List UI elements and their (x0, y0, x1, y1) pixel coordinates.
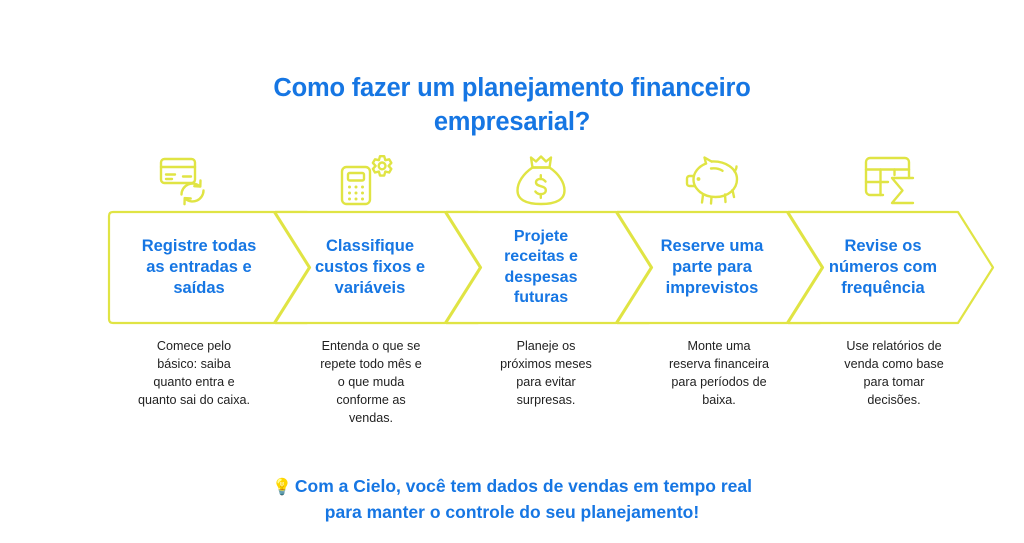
step-5-label: Revise os números com frequência (828, 236, 938, 298)
steps-container: Registre todas as entradas e saídas Come… (104, 152, 995, 432)
page-title: Como fazer um planejamento financeiro em… (0, 72, 1024, 139)
footer-line-2: para manter o controle do seu planejamen… (324, 501, 700, 522)
step-5-chevron (786, 210, 995, 325)
step-5: Revise os números com frequência Use rel… (786, 152, 995, 432)
step-3-description: Planeje os próximos meses para evitar su… (500, 339, 592, 407)
lightbulb-icon: 💡 (271, 479, 292, 496)
step-1-description: Comece pelo básico: saiba quanto entra e… (137, 339, 251, 407)
footer-line-1-text: Com a Cielo, você tem dados de vendas em… (294, 476, 752, 496)
footer-line-1: 💡Com a Cielo, você tem dados de vendas e… (0, 474, 1024, 500)
step-1-label: Registre todas as entradas e saídas (141, 236, 257, 298)
step-4-label: Reserve uma parte para imprevistos (660, 236, 764, 298)
calculator-gear-icon (269, 152, 465, 208)
credit-card-refresh-icon (90, 152, 286, 208)
step-3: Projete receitas e despesas futuras Plan… (443, 152, 653, 432)
step-2-label: Classifique custos fixos e variáveis (314, 236, 426, 298)
step-4: Reserve uma parte para imprevistos Monte… (615, 152, 824, 432)
piggy-bank-icon (617, 152, 813, 208)
step-5-description: Use relatórios de venda como base para t… (844, 339, 944, 407)
money-bag-icon (443, 152, 639, 208)
page-title-line-2: empresarial? (433, 107, 591, 136)
step-2: Classifique custos fixos e variáveis Ent… (273, 152, 482, 432)
page-title-line-1: Como fazer um planejamento financeiro (273, 74, 751, 102)
step-1: Registre todas as entradas e saídas Come… (104, 152, 311, 432)
step-2-chevron (273, 210, 482, 325)
footer-callout: 💡Com a Cielo, você tem dados de vendas e… (0, 474, 1024, 525)
step-2-description: Entenda o que se repete todo mês e o que… (320, 339, 422, 425)
step-3-label: Projete receitas e despesas futuras (504, 227, 578, 306)
step-4-chevron (615, 210, 824, 325)
spreadsheet-sigma-icon (792, 152, 988, 208)
step-4-description: Monte uma reserva financeira para períod… (668, 339, 770, 407)
